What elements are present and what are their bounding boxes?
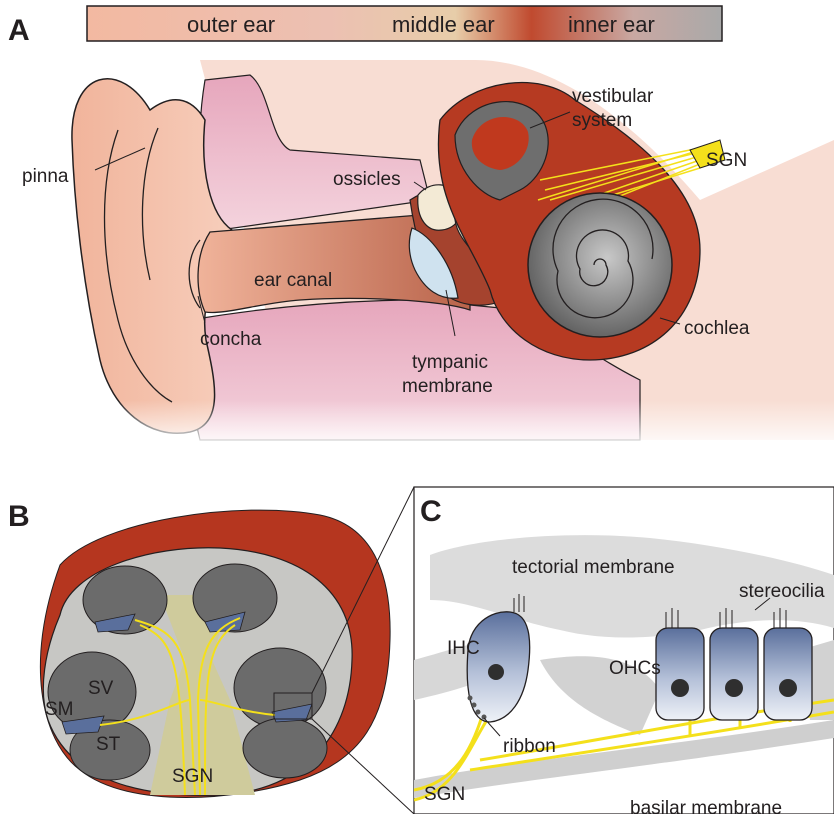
sv-label: SV <box>88 678 114 699</box>
ohc-2 <box>710 628 758 720</box>
ohc-1-nucleus <box>671 679 689 697</box>
tympanic-label-2: membrane <box>402 376 493 397</box>
ohc-3 <box>764 628 812 720</box>
basilar-label: basilar membrane <box>630 798 782 814</box>
outer-ear-label: outer ear <box>187 12 275 37</box>
tympanic-label-1: tympanic <box>412 352 488 373</box>
vestibular-label-1: vestibular <box>572 86 654 107</box>
st-label: ST <box>96 734 121 755</box>
panel-label-c: C <box>420 495 442 528</box>
concha-label: concha <box>200 329 262 350</box>
ihc-label: IHC <box>447 638 480 659</box>
fade <box>60 400 834 450</box>
panel-label-b: B <box>8 500 30 533</box>
sgn-label-a: SGN <box>706 150 747 171</box>
cochlea-label: cochlea <box>684 318 750 339</box>
ohc-1 <box>656 628 704 720</box>
sm-label: SM <box>45 699 74 720</box>
sgn-label-c: SGN <box>424 784 465 805</box>
ohc-group <box>656 628 812 720</box>
cochlea-shape <box>528 193 672 337</box>
vestibular-label-2: system <box>572 110 632 131</box>
turn-right-lower <box>243 718 327 778</box>
pinna-label: pinna <box>22 166 69 187</box>
ribbon-label: ribbon <box>503 736 556 757</box>
tectorial-label: tectorial membrane <box>512 557 675 578</box>
middle-ear-label: middle ear <box>392 12 495 37</box>
stereocilia-label: stereocilia <box>739 581 825 602</box>
sgn-label-b: SGN <box>172 766 213 787</box>
ohc-3-nucleus <box>779 679 797 697</box>
inner-ear-label: inner ear <box>568 12 655 37</box>
panel-label-a: A <box>8 14 30 47</box>
ohc-2-nucleus <box>725 679 743 697</box>
ossicles-label: ossicles <box>333 169 401 190</box>
ihc-nucleus <box>488 664 504 680</box>
ohcs-label: OHCs <box>609 658 661 679</box>
ear-canal-label: ear canal <box>254 270 332 291</box>
